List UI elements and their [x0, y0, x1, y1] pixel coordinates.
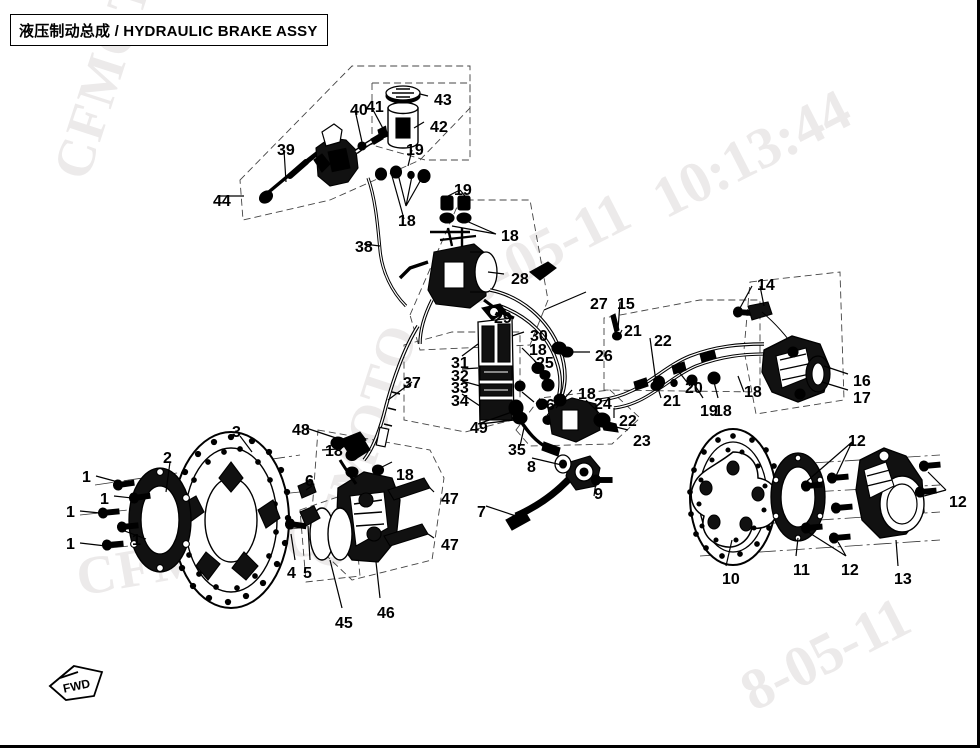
callout-23-union-bolt: 23: [633, 433, 651, 450]
callout-18-banjo-bolt: 18: [398, 213, 416, 230]
callout-36-valve-bolt: 36: [537, 397, 555, 414]
callout-24-proportioning-valve: 24: [594, 396, 612, 413]
callout-42-reservoir-body: 42: [430, 119, 448, 136]
callout-33-abs-grommet: 33: [451, 380, 469, 397]
callout-29-hose-joint: 29: [494, 310, 512, 327]
callout-12-caliper-bolt: 12: [841, 562, 859, 579]
callout-6-pad-retainer-clip: 6: [305, 473, 314, 490]
callout-19-sealing-washer: 19: [454, 182, 472, 199]
callout-1-disc-bolt: 1: [132, 532, 141, 549]
callout-34-abs-mount-bolt: 34: [451, 393, 469, 410]
callout-20-rear-brake-hose: 20: [685, 380, 703, 397]
callout-22-hose-bracket: 22: [654, 333, 672, 350]
fwd-direction-marker: FWD: [48, 665, 104, 701]
callout-11-rear-hub-spacer: 11: [793, 562, 810, 579]
callout-15-hose-clamp: 15: [617, 296, 635, 313]
callout-45-front-brake-pads: 45: [335, 615, 353, 632]
callout-21-hose-guide: 21: [624, 323, 642, 340]
callout-1-disc-bolt: 1: [100, 491, 109, 508]
callout-26-front-brake-hose: 26: [595, 348, 613, 365]
callout-35-pedal-pushrod: 35: [508, 442, 526, 459]
callout-17-rear-brake-pads: 17: [853, 390, 871, 407]
callout-38-upper-brake-line: 38: [355, 239, 373, 256]
page-title: 液压制动总成 / HYDRAULIC BRAKE ASSY: [19, 22, 318, 40]
callout-43-reservoir-cap: 43: [434, 92, 452, 109]
svg-text:FWD: FWD: [62, 676, 92, 695]
callout-22-hose-bracket: 22: [619, 413, 637, 430]
callout-18-banjo-bolt: 18: [396, 467, 414, 484]
callout-3-front-brake-disc: 3: [232, 424, 241, 441]
callout-16-rear-caliper: 16: [853, 373, 871, 390]
callout-18-banjo-bolt: 18: [529, 342, 547, 359]
callout-13-rear-hub-carrier: 13: [894, 571, 912, 588]
callout-10-rear-brake-disc: 10: [722, 571, 740, 588]
callout-9-pedal-bolt: 9: [594, 486, 603, 503]
callout-39-brake-lever: 39: [277, 142, 295, 159]
callout-31-abs-mount-plate: 31: [451, 355, 469, 372]
callout-14-bleed-nipple: 14: [757, 277, 775, 294]
callout-18-banjo-bolt: 18: [714, 403, 732, 420]
callout-5-bleed-cap: 5: [303, 565, 312, 582]
callout-25-valve-fitting: 25: [536, 355, 554, 372]
callout-40-lever-pivot-bolt: 40: [350, 102, 368, 119]
callout-47-caliper-mount-bolt: 47: [441, 491, 459, 508]
callout-12-caliper-bolt: 12: [949, 494, 967, 511]
callout-27-abs-hose: 27: [590, 296, 608, 313]
callout-41-lever-adjuster: 41: [366, 99, 384, 116]
callout-49-abs-assembly-group: 49: [470, 420, 488, 437]
callout-48-hose-banjo-fitting: 48: [292, 422, 310, 439]
callout-1-disc-bolt: 1: [82, 469, 91, 486]
callout-21-hose-guide: 21: [663, 393, 681, 410]
callout-7-brake-pedal: 7: [477, 504, 486, 521]
callout-8-pedal-pivot: 8: [527, 459, 536, 476]
callout-12-caliper-bolt: 12: [848, 433, 866, 450]
callout-44-lever-assembly-group: 44: [213, 193, 231, 210]
callout-32-abs-damper: 32: [451, 368, 469, 385]
callout-1-disc-bolt: 1: [66, 536, 75, 553]
callout-30-abs-bracket: 30: [530, 328, 548, 345]
callout-18-banjo-bolt: 18: [744, 384, 762, 401]
callout-18-banjo-bolt: 18: [501, 228, 519, 245]
callout-37-front-brake-line: 37: [403, 375, 421, 392]
callout-19-sealing-washer: 19: [700, 403, 718, 420]
callout-2-front-hub-flange: 2: [163, 450, 172, 467]
callout-18-banjo-bolt: 18: [578, 386, 596, 403]
title-banner: 液压制动总成 / HYDRAULIC BRAKE ASSY: [10, 14, 328, 46]
callout-1-disc-bolt: 1: [66, 504, 75, 521]
callout-18-banjo-bolt: 18: [325, 443, 343, 460]
callout-28-abs-modulator: 28: [511, 271, 529, 288]
callout-46-front-caliper: 46: [377, 605, 395, 622]
callout-4-bleed-screw: 4: [287, 565, 296, 582]
callout-47-caliper-mount-bolt: 47: [441, 537, 459, 554]
callout-19-sealing-washer: 19: [406, 142, 424, 159]
